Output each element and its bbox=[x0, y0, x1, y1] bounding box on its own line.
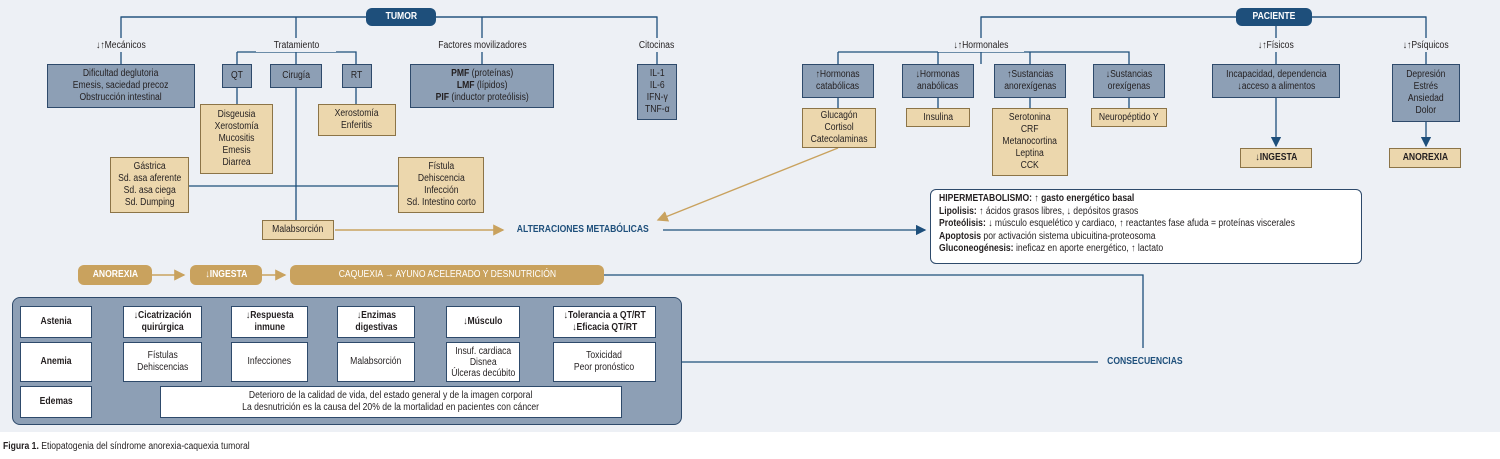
figure-caption: Figura 1. Etiopatogenia del síndrome ano… bbox=[3, 441, 250, 452]
deterioro-box: Deterioro de la calidad de vida, del est… bbox=[160, 386, 622, 418]
tolerancia-box: ↓Tolerancia a QT/RT ↓Eficacia QT/RT bbox=[553, 306, 656, 338]
cicatrizacion-box: ↓Cicatrización quirúrgica bbox=[123, 306, 202, 338]
respuesta-inmune-box: ↓Respuesta inmune bbox=[231, 306, 308, 338]
ingesta-result: ↓INGESTA bbox=[1240, 148, 1312, 168]
fisicos-label: ↓↑Físicos bbox=[1243, 39, 1309, 52]
orexigenas-list: Neuropéptido Y bbox=[1091, 108, 1167, 127]
factores-label: Factores movilizadores bbox=[417, 39, 547, 52]
qt-effects-box: Disgeusia Xerostomía Mucositis Emesis Di… bbox=[200, 104, 273, 174]
malabsorcion-box: Malabsorción bbox=[262, 220, 334, 240]
psiquicos-box: Depresión Estrés Ansiedad Dolor bbox=[1392, 64, 1460, 122]
anorexia-result: ANOREXIA bbox=[1389, 148, 1461, 168]
fistula-box: Fístula Dehiscencia Infección Sd. Intest… bbox=[398, 157, 484, 213]
musculo-box: ↓Músculo bbox=[446, 306, 520, 338]
alteraciones-label: ALTERACIONES METABÓLICAS bbox=[516, 224, 650, 235]
hipermetabolismo-box: HIPERMETABOLISMO: ↑ gasto energético bas… bbox=[930, 189, 1362, 264]
rt-effects-box: Xerostomía Enferitis bbox=[318, 104, 396, 136]
paciente-header: PACIENTE bbox=[1236, 8, 1312, 26]
flow-anorexia: ANOREXIA bbox=[78, 265, 152, 285]
anorexigenas-box: ↑Sustancias anorexígenas bbox=[994, 64, 1066, 98]
catabolicas-box: ↑Hormonas catabólicas bbox=[802, 64, 874, 98]
tratamiento-label: Tratamiento bbox=[256, 39, 336, 52]
citocinas-box: IL-1 IL-6 IFN-γ TNF-α bbox=[637, 64, 677, 120]
psiquicos-label: ↓↑Psíquicos bbox=[1388, 39, 1464, 52]
anorexigenas-list: Serotonina CRF Metanocortina Leptina CCK bbox=[992, 108, 1068, 176]
flow-ingesta: ↓INGESTA bbox=[190, 265, 262, 285]
factores-box: PMF (proteínas) LMF (lípidos) PIF (induc… bbox=[410, 64, 554, 108]
fistulas-box: Fístulas Dehiscencias bbox=[123, 342, 202, 382]
fisicos-box: Incapacidad, dependencia ↓acceso a alime… bbox=[1212, 64, 1340, 98]
hormonales-label: ↓↑Hormonales bbox=[938, 39, 1024, 52]
qt-box: QT bbox=[222, 64, 252, 88]
enzimas-box: ↓Enzimas digestivas bbox=[337, 306, 415, 338]
malabsorcion-cons-box: Malabsorción bbox=[337, 342, 415, 382]
anabolicas-box: ↓Hormonas anabólicas bbox=[902, 64, 974, 98]
anabolicas-list: Insulina bbox=[906, 108, 970, 127]
insuf-cardiaca-box: Insuf. cardiaca Disnea Úlceras decúbito bbox=[446, 342, 520, 382]
gastrica-box: Gástrica Sd. asa aferente Sd. asa ciega … bbox=[110, 157, 189, 213]
catabolicas-list: Glucagón Cortisol Catecolaminas bbox=[802, 108, 876, 148]
consecuencias-label: CONSECUENCIAS bbox=[1107, 356, 1183, 367]
edemas-box: Edemas bbox=[20, 386, 92, 418]
mecanicos-label: ↓↑Mecánicos bbox=[71, 39, 171, 52]
toxicidad-box: Toxicidad Peor pronóstico bbox=[553, 342, 656, 382]
flow-caquexia: CAQUEXIA → AYUNO ACELERADO Y DESNUTRICIÓ… bbox=[290, 265, 604, 285]
tumor-header: TUMOR bbox=[366, 8, 436, 26]
astenia-box: Astenia bbox=[20, 306, 92, 338]
citocinas-label: Citocinas bbox=[622, 39, 692, 52]
cirugia-box: Cirugía bbox=[270, 64, 322, 88]
anemia-box: Anemia bbox=[20, 342, 92, 382]
orexigenas-box: ↓Sustancias orexígenas bbox=[1093, 64, 1165, 98]
infecciones-box: Infecciones bbox=[231, 342, 308, 382]
rt-box: RT bbox=[342, 64, 372, 88]
mecanicos-box: Dificultad deglutoria Emesis, saciedad p… bbox=[47, 64, 195, 108]
